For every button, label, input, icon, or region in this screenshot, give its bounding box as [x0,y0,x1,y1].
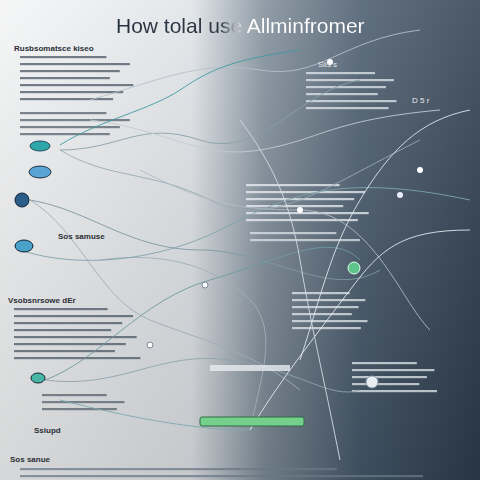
text-line [20,84,133,86]
text-line [352,383,419,385]
text-line [292,313,352,315]
note-label: Sos sanue [10,455,50,464]
text-line [250,239,360,241]
text-line [20,63,130,65]
node-icons [15,59,423,388]
text-line [292,299,365,301]
text-line [14,336,137,338]
diagram-title: How tolal use Allminfromer [116,14,365,38]
text-line [14,343,126,345]
text-line [20,468,337,470]
bar-strip [210,365,290,371]
text-line [14,315,133,317]
text-line [250,232,336,234]
text-line [246,184,340,186]
note-label: Sos samuse [58,232,105,241]
text-line [14,357,140,359]
note-label: Ssiupd [34,426,61,435]
text-line [14,308,108,310]
text-line [14,350,115,352]
text-line [14,322,122,324]
text-line [20,98,113,100]
text-line [246,191,365,193]
text-line [20,475,423,477]
text-line [42,401,124,403]
text-line [14,329,111,331]
text-line [20,91,123,93]
text-line [292,327,361,329]
text-line [20,126,120,128]
text-line [292,320,368,322]
text-line [352,376,427,378]
progress-bar [200,417,304,426]
note-label: Rusbsomatsce kiseo [14,44,94,53]
text-line [306,72,375,74]
text-line [42,408,117,410]
text-line [292,306,359,308]
note-label: Siis s [318,60,337,69]
text-line [20,70,120,72]
text-line [20,133,110,135]
text-line [20,77,110,79]
text-line [352,390,437,392]
text-line [306,79,394,81]
text-line [352,362,417,364]
text-line [246,212,369,214]
text-line [20,112,106,114]
text-line [20,56,106,58]
text-line [306,100,397,102]
text-line [246,205,343,207]
text-line [246,219,358,221]
text-line [306,107,389,109]
note-label: D 5 r [412,96,429,105]
text-line [306,86,386,88]
note-label: Vsobsnrsowe dEr [8,296,76,305]
text-line [352,369,434,371]
connector-curves [20,30,470,460]
text-line [306,93,378,95]
text-line [42,394,107,396]
